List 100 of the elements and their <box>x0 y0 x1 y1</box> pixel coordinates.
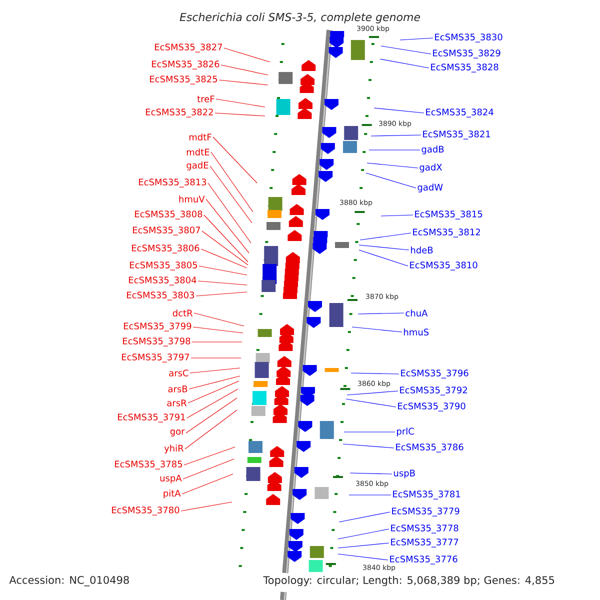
gene-label: EcSMS35_3821 <box>423 130 490 140</box>
gene-label: EcSMS35_3792 <box>400 386 467 396</box>
gene-label: EcSMS35_3804 <box>129 276 196 286</box>
gene-label: prlC <box>397 428 414 436</box>
leader-line <box>352 326 402 332</box>
leader-line <box>338 512 390 522</box>
gene-label: arsR <box>167 400 187 406</box>
gene-label: EcSMS35_3830 <box>435 34 502 42</box>
leader-line <box>200 248 248 268</box>
leader-line <box>224 48 270 62</box>
gene-label: EcSMS35_3790 <box>398 402 466 412</box>
gene-label: EcSMS35_3796 <box>401 370 468 378</box>
leader-line <box>214 112 266 116</box>
leader-line <box>348 494 392 496</box>
gene-label: EcSMS35_3785 <box>115 460 182 470</box>
gene-label: EcSMS35_3799 <box>124 322 192 332</box>
leader-line <box>194 312 244 326</box>
leader-line <box>196 292 248 296</box>
gene-label: EcSMS35_3806 <box>132 244 200 254</box>
gene-label: EcSMS35_3829 <box>433 50 500 58</box>
leader-line <box>204 214 248 262</box>
leader-line <box>346 398 396 408</box>
leader-line <box>202 230 248 266</box>
gene-label: EcSMS35_3826 <box>152 60 220 70</box>
gene-label: EcSMS35_3778 <box>391 524 458 534</box>
leader-line <box>212 136 258 184</box>
leader-line <box>208 182 252 244</box>
gene-label: pitA <box>164 490 181 498</box>
leader-line <box>220 64 268 76</box>
leader-line <box>370 134 422 136</box>
gene-label: EcSMS35_3812 <box>413 228 480 238</box>
gene-label: gadE <box>186 162 208 170</box>
gene-label: mdtF <box>189 134 212 140</box>
gene-label: EcSMS35_3805 <box>130 262 198 270</box>
gene-label: gadB <box>422 146 444 154</box>
leader-line <box>216 98 266 108</box>
leader-line <box>400 38 434 40</box>
gene-label: arsB <box>168 386 188 392</box>
gene-label: EcSMS35_3777 <box>391 538 458 548</box>
gene-label: EcSMS35_3776 <box>390 556 458 564</box>
gene-label: EcSMS35_3825 <box>150 76 218 84</box>
leader-line <box>380 58 430 68</box>
gene-label: EcSMS35_3807 <box>133 226 200 236</box>
gene-label: hmuV <box>179 196 205 202</box>
leader-line <box>374 108 424 114</box>
leader-line <box>182 474 234 494</box>
gene-label: arsC <box>169 370 188 376</box>
gene-label: EcSMS35_3827 <box>155 44 222 52</box>
gene-label: EcSMS35_3798 <box>123 338 190 346</box>
gene-label: EcSMS35_3803 <box>127 292 194 300</box>
gene-label: EcSMS35_3815 <box>415 210 482 220</box>
leader-line <box>184 446 236 466</box>
leader-line <box>366 162 418 168</box>
gene-label: treF <box>197 96 214 102</box>
leader-line <box>188 376 240 390</box>
gene-label: gadX <box>420 164 442 172</box>
gene-label: uspB <box>394 470 415 478</box>
leader-line <box>358 312 404 314</box>
gene-label: dctR <box>172 310 193 316</box>
gene-label: EcSMS35_3779 <box>392 508 460 516</box>
leader-line <box>210 166 252 224</box>
footer-text: Topology: circular; Length: 5,068,389 bp; Genes: 4,855 <box>262 574 556 588</box>
gene-label: EcSMS35_3810 <box>410 262 478 270</box>
leader-line <box>180 502 232 512</box>
gene-label: EcSMS35_3786 <box>396 444 464 452</box>
gene-label: EcSMS35_3781 <box>393 490 460 500</box>
leader-line <box>188 380 240 404</box>
leader-line <box>190 368 240 374</box>
leader-line <box>358 244 410 250</box>
leader-line <box>192 326 244 334</box>
gene-label: gor <box>170 430 185 436</box>
leader-line <box>338 542 390 548</box>
gene-label: EcSMS35_3797 <box>122 354 190 362</box>
leader-line <box>342 444 394 448</box>
leader-line <box>380 46 432 54</box>
leader-line <box>186 388 238 418</box>
leader-line <box>182 458 234 480</box>
leader-line <box>338 528 390 540</box>
leader-line <box>350 372 400 374</box>
leader-line <box>198 266 248 276</box>
leader-line <box>380 214 414 216</box>
gene-label: uspA <box>160 474 182 484</box>
leader-line <box>218 80 268 86</box>
leader-line <box>360 232 412 240</box>
leader-line <box>338 554 388 560</box>
leader-line <box>350 472 392 474</box>
leader-line <box>346 390 398 396</box>
leader-line <box>210 152 254 212</box>
leader-line <box>206 198 250 254</box>
footer-text: Accession: NC_010498 <box>8 574 131 588</box>
gene-label: chuA <box>406 310 428 316</box>
gene-label: yhiR <box>164 444 184 454</box>
gene-label: EcSMS35_3808 <box>135 210 202 220</box>
gene-label: hmuS <box>404 328 429 336</box>
leader-line <box>184 410 238 450</box>
gene-label: EcSMS35_3780 <box>112 506 180 516</box>
gene-label: EcSMS35_3791 <box>118 414 185 422</box>
title: Escherichia coli SMS-3-5, complete genome <box>180 12 420 24</box>
gene-label: EcSMS35_3813 <box>139 178 206 188</box>
leader-line <box>366 172 416 188</box>
